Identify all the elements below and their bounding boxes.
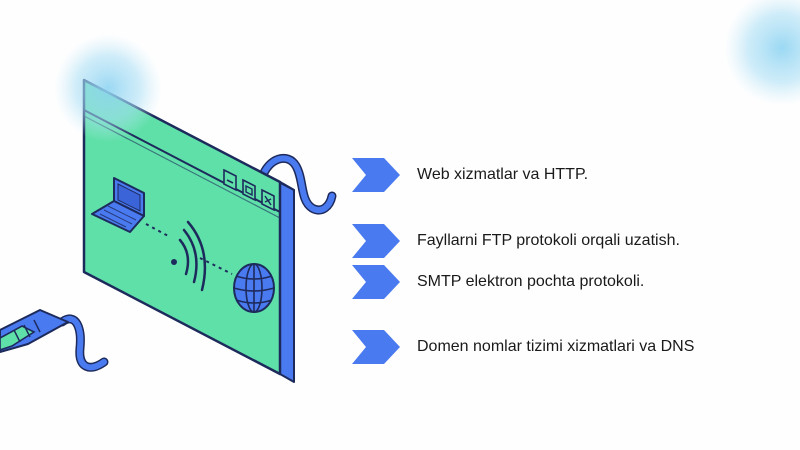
bullet-text: Fayllarni FTP protokoli orqali uzatish. <box>417 232 680 249</box>
glow-top-left <box>54 34 162 142</box>
connector-line <box>145 223 171 238</box>
list-item: Fayllarni FTP protokoli orqali uzatish. <box>352 224 680 258</box>
window-side <box>279 181 295 383</box>
minimize-icon[interactable] <box>223 168 237 192</box>
bullet-text: SMTP elektron pochta protokoli. <box>417 273 645 290</box>
browser-window <box>82 78 282 376</box>
list-item: Web xizmatlar va HTTP. <box>352 158 588 192</box>
list-item: SMTP elektron pochta protokoli. <box>352 265 644 299</box>
glow-top-right <box>724 0 800 106</box>
chevron-bullet-icon <box>352 158 400 192</box>
plug-icon <box>0 309 69 353</box>
wifi-signal-icon <box>171 220 207 292</box>
maximize-icon[interactable] <box>242 178 256 202</box>
close-icon[interactable] <box>261 188 275 212</box>
list-item: Domen nomlar tizimi xizmatlari va DNS <box>352 330 694 364</box>
bullet-text: Domen nomlar tizimi xizmatlari va DNS <box>417 338 695 355</box>
globe-icon <box>233 263 275 313</box>
bullet-text: Web xizmatlar va HTTP. <box>417 166 589 183</box>
chevron-bullet-icon <box>352 265 400 299</box>
connector-line <box>199 257 233 275</box>
chevron-bullet-icon <box>352 330 400 364</box>
laptop-icon <box>91 177 145 233</box>
chevron-bullet-icon <box>352 224 400 258</box>
